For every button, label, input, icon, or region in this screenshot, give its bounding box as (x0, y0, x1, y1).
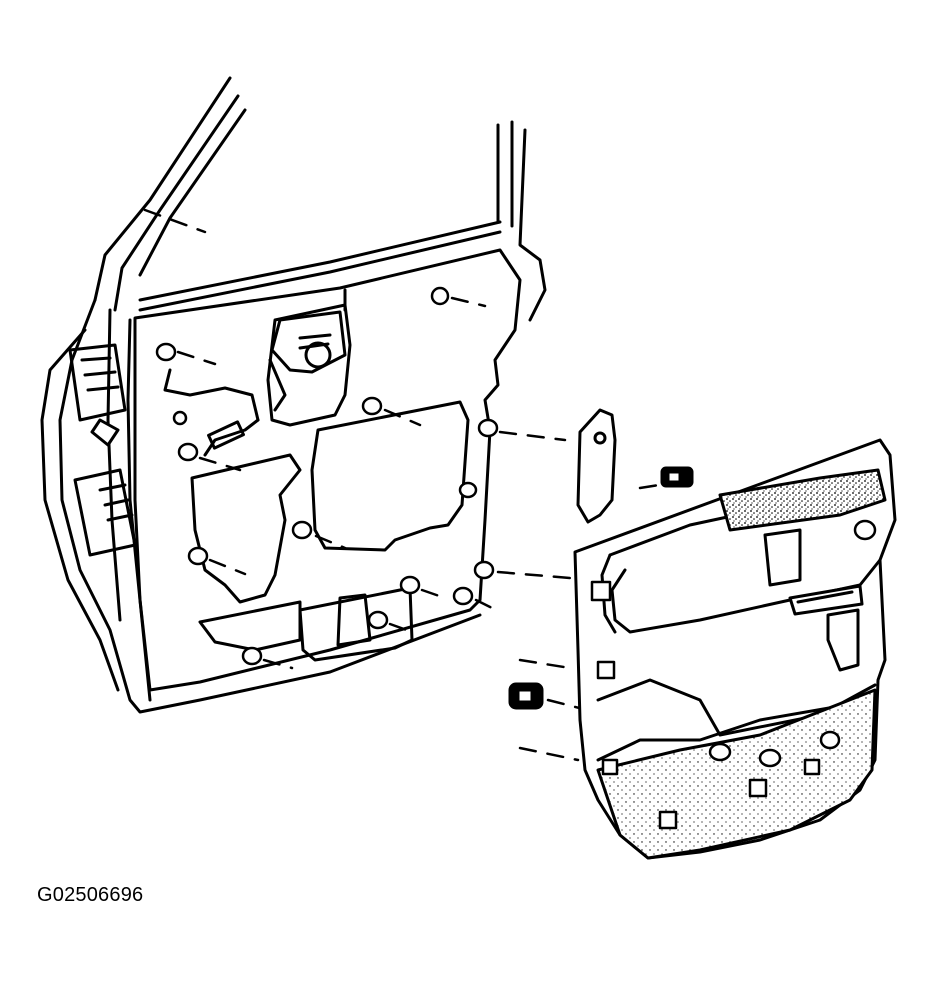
door-outer-shell (40, 298, 482, 714)
upper-fastener (660, 466, 694, 488)
wire-harness (163, 368, 260, 457)
door-inner-panel (133, 248, 522, 692)
lower-fastener (508, 682, 544, 710)
figure-id-label: G02506696 (37, 884, 144, 906)
trim-panel-clips (590, 519, 877, 830)
door-trim-panel (573, 438, 897, 860)
door-latch-mechanism (268, 288, 347, 412)
trim-panel-fasteners (508, 466, 694, 710)
door-retainer-holes (155, 286, 499, 666)
door-hinges (68, 343, 137, 557)
water-deflector-bracket (576, 408, 617, 524)
door-window-frame (93, 76, 547, 322)
